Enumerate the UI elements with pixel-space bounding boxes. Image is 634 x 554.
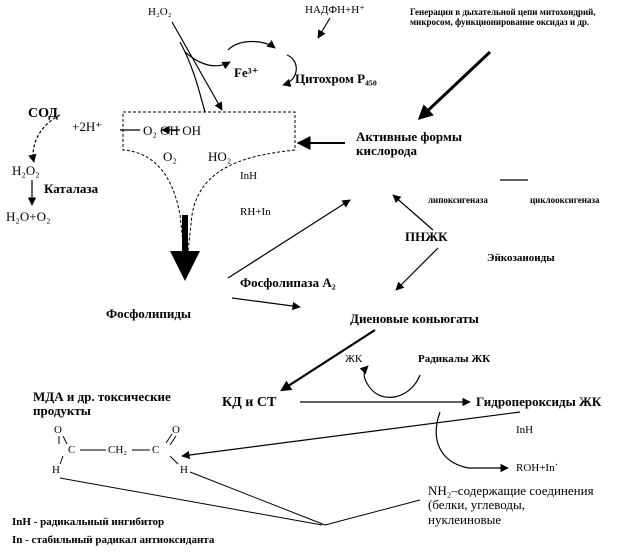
- label-afk: Активные формы кислорода: [356, 129, 462, 159]
- fe-curve-left: [184, 51, 231, 70]
- pufa-to-afk-arrow: [392, 194, 434, 231]
- label-rh-in: RH+In: [240, 206, 271, 218]
- label-nadph: НАДФН+Н⁺: [305, 4, 365, 16]
- label-lipoxygenase: липоксигеназа: [428, 195, 488, 205]
- label-roh: ROH+In˙: [516, 462, 559, 474]
- mda-to-nh2-line-a: [59, 477, 323, 526]
- label-h2o2-top: H₂O₂: [148, 6, 172, 18]
- cyt-curve: [282, 54, 297, 87]
- label-cyclooxygenase: циклооксигеназа: [530, 195, 600, 205]
- hydroperox-to-formula-arrow: [181, 411, 521, 460]
- label-nh2: NH₂–содержащие соединения (белки, углево…: [428, 483, 594, 527]
- label-sod: СОД: [28, 106, 58, 121]
- legend-in: In - стабильный радикал антиоксиданта: [12, 534, 215, 546]
- dashed-funnel: [122, 111, 296, 271]
- bond-c-right-o-b: [169, 435, 177, 446]
- inh-curve: [435, 411, 509, 473]
- mda-to-nh2-line-c: [189, 471, 326, 526]
- formula-o-right: O: [172, 424, 180, 436]
- formula-h-right: H: [180, 464, 188, 476]
- formula-o-left: O: [54, 424, 62, 436]
- phospholipase-to-rh-arrow: [227, 199, 351, 279]
- bond-c-left-h: [59, 455, 64, 465]
- label-catalase: Каталаза: [44, 181, 99, 196]
- pufa-to-diene-arrow: [395, 247, 439, 291]
- label-phospholipids: Фосфолипиды: [106, 306, 192, 321]
- h2o2-diagonal: [171, 21, 223, 111]
- label-h2o2-left: H₂O₂: [12, 163, 40, 178]
- formula-h-left: H: [52, 464, 60, 476]
- label-eicosanoids: Эйкозаноиды: [487, 252, 555, 264]
- fe-to-oh-curve: [179, 41, 206, 113]
- label-h2o-o2: H₂O+O₂: [6, 209, 51, 224]
- diene-to-kd-arrow: [280, 329, 376, 392]
- formula-c-left: C: [68, 444, 76, 456]
- label-fa-radicals: Радикалы ЖК: [418, 353, 491, 365]
- label-mda: МДА и др. токсические продукты: [33, 389, 171, 419]
- formula-ch2: CH₂: [108, 444, 128, 456]
- label-ho2: HO₂: [208, 149, 232, 164]
- fe-curve-top: [227, 40, 276, 51]
- sod-curve: [28, 114, 61, 163]
- fa-curve: [359, 365, 421, 398]
- bond-c-left-o-b: [62, 435, 68, 445]
- bond-c-right-h: [169, 455, 179, 465]
- label-generation: Генерация в дыхательной цепи митохондрий…: [410, 7, 596, 27]
- label-kd-st: КД и СТ: [222, 395, 277, 410]
- label-pufa: ПНЖК: [405, 229, 448, 244]
- label-phospholipase: Фосфолипаза A₂: [240, 275, 336, 290]
- label-h-plus: +2H⁺: [72, 119, 103, 134]
- label-cytochrome: Цитохром P₄₅₀: [295, 71, 377, 86]
- label-diene: Диеновые коньюгаты: [350, 311, 479, 326]
- label-fa: ЖК: [345, 353, 363, 365]
- mda-to-nh2-line-b: [324, 499, 421, 526]
- formula-c-right: C: [152, 444, 160, 456]
- label-inh-mid: InH: [240, 170, 258, 182]
- label-o2-oh-oh: O₂ OH OH: [143, 123, 201, 138]
- label-fe: Fe³⁺: [234, 65, 259, 80]
- legend-inh: InH - радикальный ингибитор: [12, 516, 165, 528]
- bond-c-right-o-a: [165, 433, 173, 444]
- label-inh-right: InH: [516, 424, 534, 436]
- generation-arrow: [417, 50, 492, 121]
- label-o2: O₂: [163, 149, 177, 164]
- label-hydroperox: Гидропероксиды ЖК: [476, 394, 602, 409]
- phospholipids-to-diene-arrow: [231, 297, 301, 311]
- nadph-arrow: [317, 17, 331, 39]
